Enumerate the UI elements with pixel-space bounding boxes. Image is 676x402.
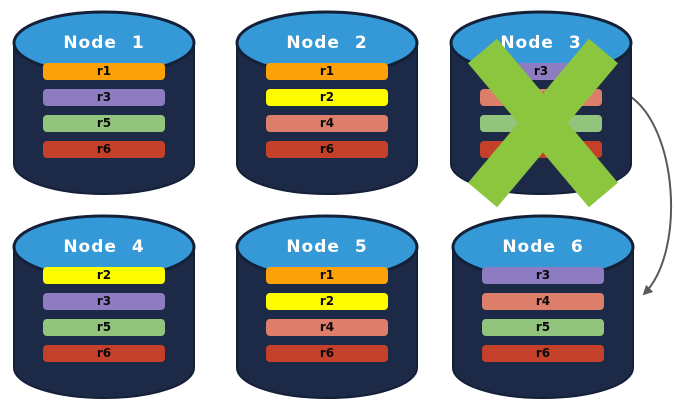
node-title: Node 6: [502, 237, 584, 257]
replica-label: r6: [319, 142, 335, 156]
replica-list: r2 r3 r5 r6: [11, 267, 197, 362]
replica-bar: r6: [266, 141, 388, 158]
node-title: Node 2: [286, 33, 368, 53]
replica-label: r6: [319, 346, 335, 360]
node-title: Node 4: [63, 237, 145, 257]
replica-label: r4: [319, 320, 335, 334]
replica-bar: r1: [266, 63, 388, 80]
failover-arrow-path: [627, 94, 673, 296]
replica-bar: r5: [482, 319, 604, 336]
replica-label: r2: [319, 90, 335, 104]
replica-bar: r6: [482, 345, 604, 362]
replica-label: r1: [96, 64, 112, 78]
replica-list: r1 r2 r4 r6: [234, 63, 420, 158]
replica-label: r1: [319, 64, 335, 78]
replica-label: r6: [535, 346, 551, 360]
replica-label: r4: [535, 294, 551, 308]
replica-label: r3: [96, 90, 112, 104]
node-title: Node 1: [63, 33, 145, 53]
replica-bar: r3: [43, 293, 165, 310]
replica-bar: r2: [266, 293, 388, 310]
replica-bar: r4: [482, 293, 604, 310]
replica-bar: r2: [266, 89, 388, 106]
node-6: Node 6 r3 r4 r5 r6: [450, 210, 636, 402]
replica-bar: r4: [266, 319, 388, 336]
replica-list: r1 r2 r4 r6: [234, 267, 420, 362]
replica-label: r3: [96, 294, 112, 308]
node-1: Node 1 r1 r3 r5 r6: [11, 6, 197, 198]
replica-list: r3 r4 r5 r6: [450, 267, 636, 362]
replica-bar: r6: [266, 345, 388, 362]
replica-label: r6: [96, 142, 112, 156]
replica-bar: r6: [43, 141, 165, 158]
replica-label: r5: [96, 116, 112, 130]
node-5: Node 5 r1 r2 r4 r6: [234, 210, 420, 402]
replica-bar: r6: [43, 345, 165, 362]
node-4: Node 4 r2 r3 r5 r6: [11, 210, 197, 402]
replica-bar: r3: [43, 89, 165, 106]
replica-bar: r5: [43, 115, 165, 132]
replica-bar: r1: [43, 63, 165, 80]
replica-label: r2: [96, 268, 112, 282]
node-title: Node 5: [286, 237, 368, 257]
replica-label: r5: [96, 320, 112, 334]
failure-x-icon: [468, 38, 618, 208]
replica-bar: r5: [43, 319, 165, 336]
replica-label: r3: [533, 64, 549, 78]
replica-bar: r4: [266, 115, 388, 132]
node-title: Node 3: [500, 33, 582, 53]
replica-label: r2: [319, 294, 335, 308]
replica-list: r1 r3 r5 r6: [11, 63, 197, 158]
replica-label: r5: [535, 320, 551, 334]
node-3: Node 3 r3 r4 r5 r6: [448, 6, 634, 208]
replica-label: r3: [535, 268, 551, 282]
node-2: Node 2 r1 r2 r4 r6: [234, 6, 420, 198]
replica-bar: r3: [482, 267, 604, 284]
replica-label: r4: [319, 116, 335, 130]
replica-label: r6: [96, 346, 112, 360]
replica-label: r1: [319, 268, 335, 282]
replica-bar: r1: [266, 267, 388, 284]
replica-bar: r2: [43, 267, 165, 284]
